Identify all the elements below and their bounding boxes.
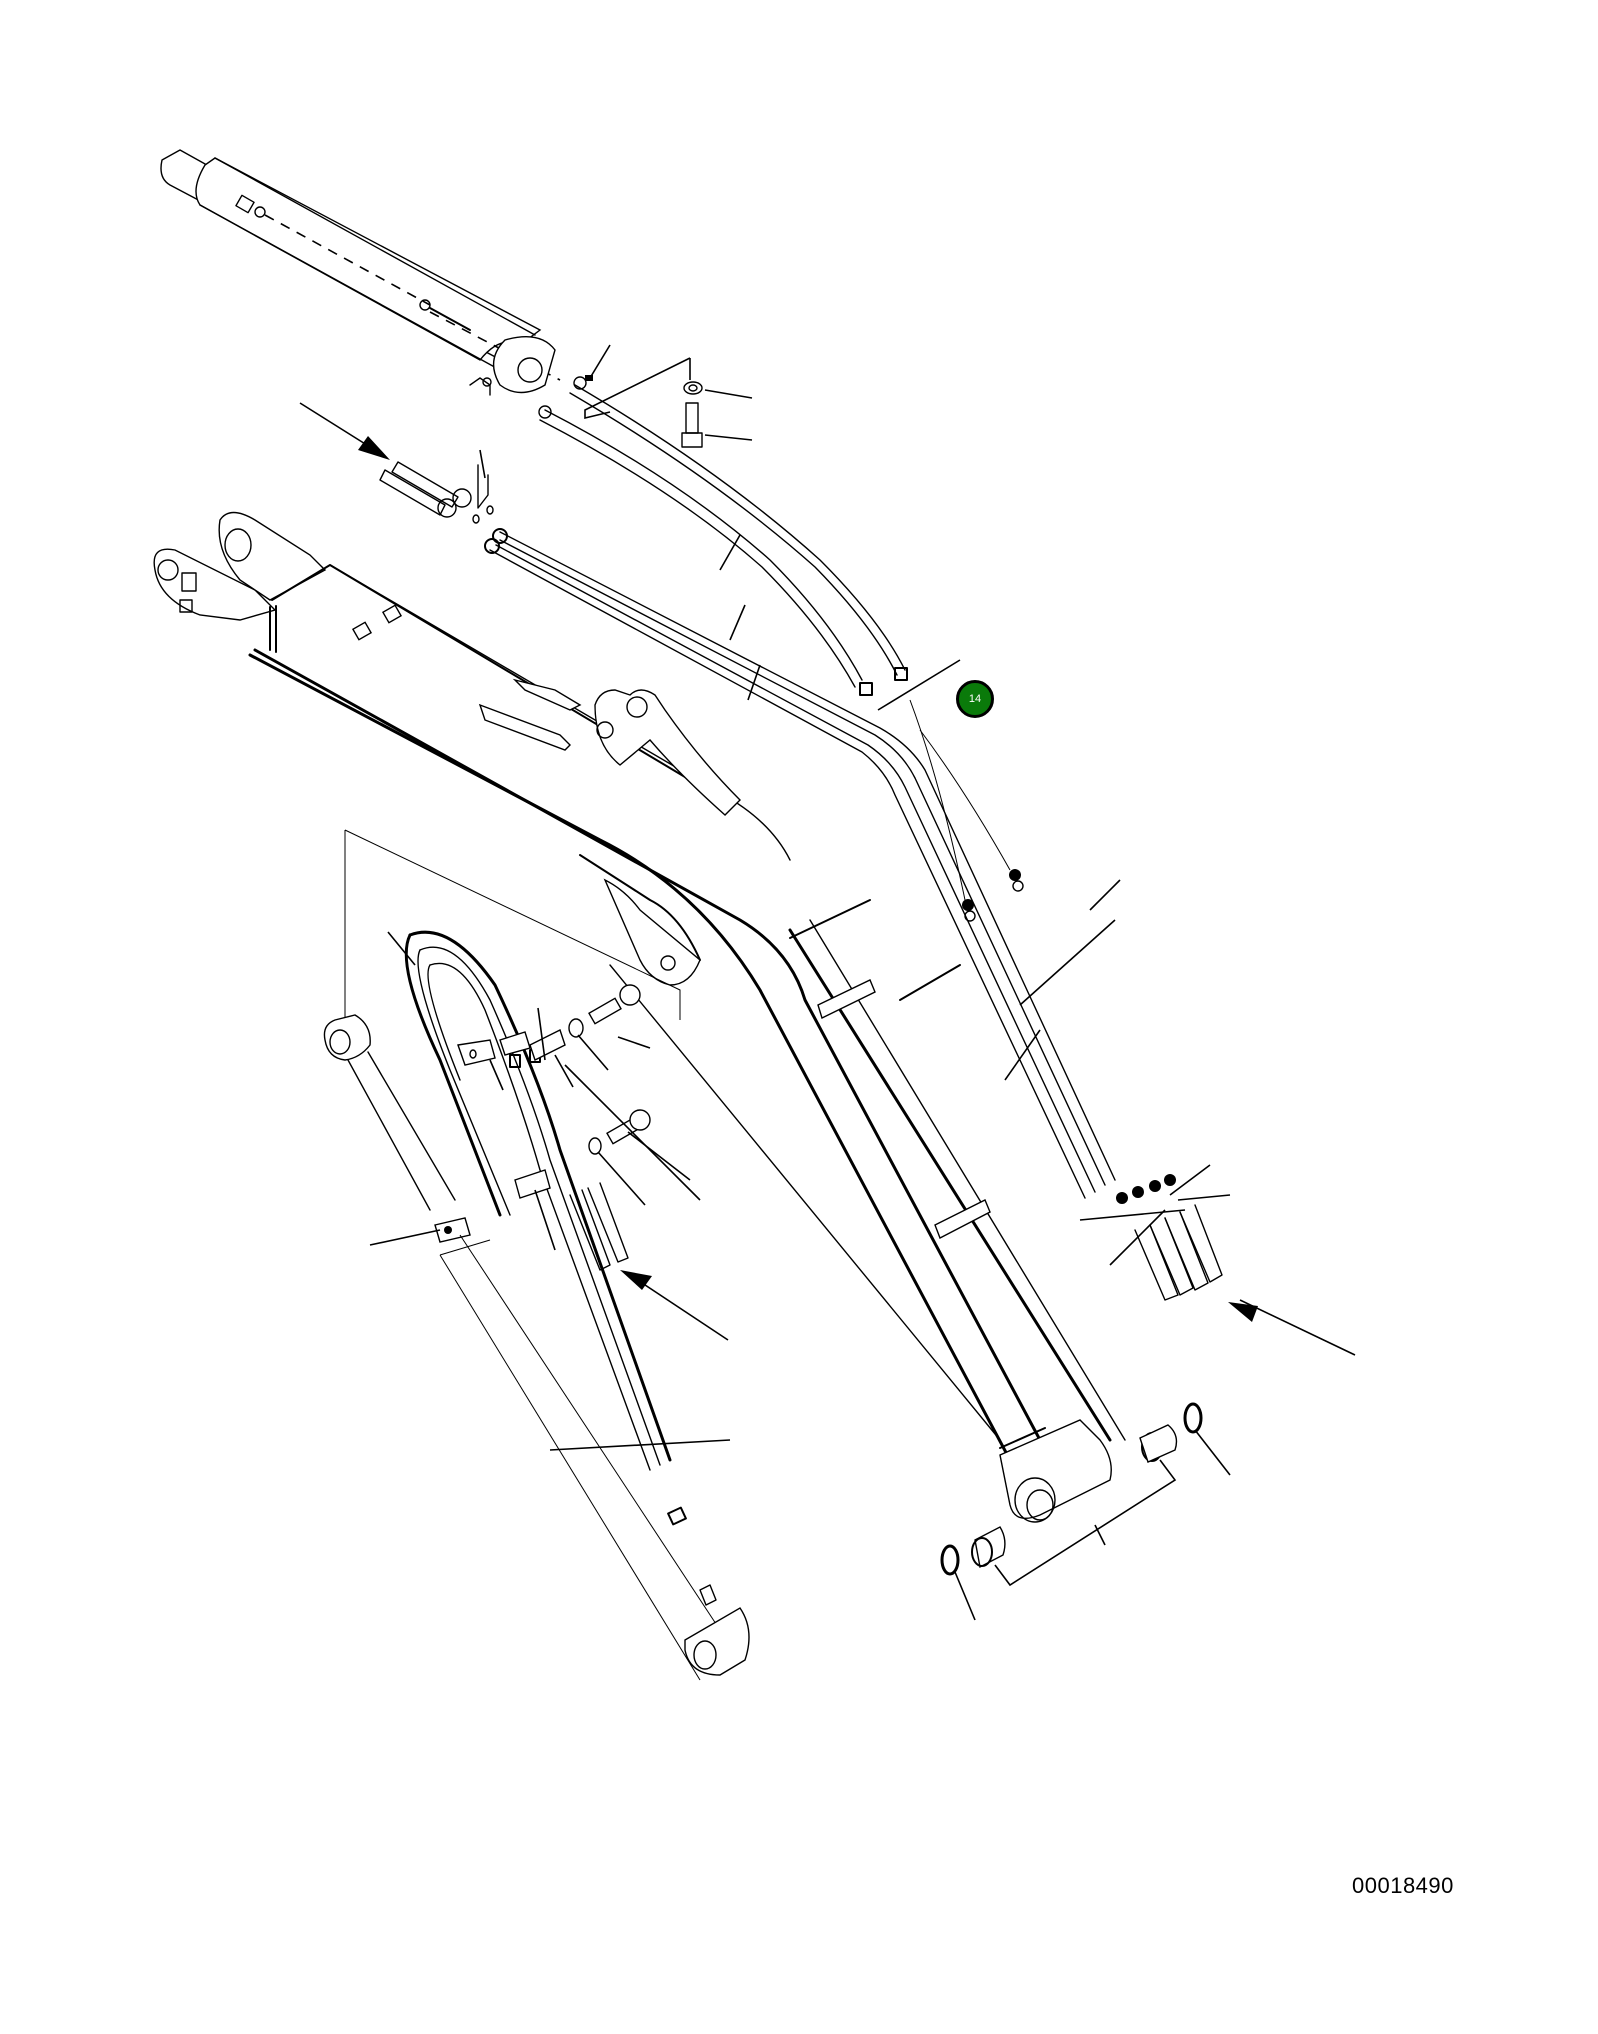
hose-end-fittings-right	[1079, 1164, 1231, 1301]
hose-clamps-and-bolts	[369, 984, 701, 1271]
arm-boom	[153, 511, 1126, 1523]
upper-hydraulic-hoses	[538, 344, 908, 696]
hose-end-fittings-left	[379, 449, 494, 524]
bushings-and-orings	[940, 1402, 1231, 1621]
arrow-bottom-left	[620, 1270, 729, 1341]
boom-cylinder	[160, 149, 561, 396]
callout-badge-14[interactable]: 14	[956, 680, 994, 718]
drawing-number: 00018490	[1352, 1873, 1454, 1898]
steel-pipe-bundle	[484, 528, 1176, 1204]
callout-label: 14	[968, 693, 982, 705]
arrow-right	[1228, 1299, 1356, 1356]
lower-hose-loop	[387, 930, 731, 1526]
bucket-cylinder-and-bracket	[323, 829, 750, 1681]
arrow-top-left	[299, 402, 390, 460]
